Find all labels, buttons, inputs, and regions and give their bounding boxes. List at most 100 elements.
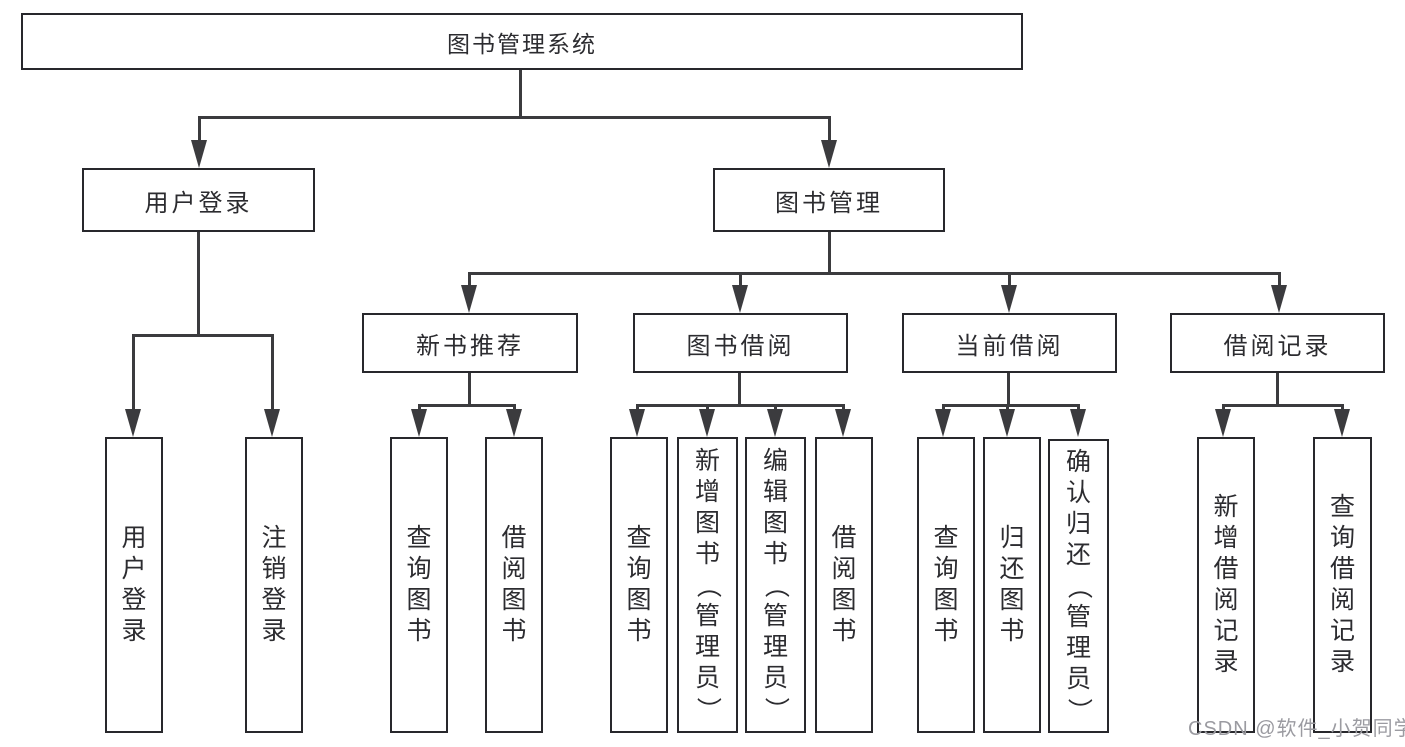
leaf-char: 确 xyxy=(1065,447,1091,476)
connector xyxy=(271,334,274,412)
connector xyxy=(198,116,201,144)
leaf-char: （ xyxy=(761,572,790,598)
leaf-char: 认 xyxy=(1065,478,1091,507)
connector xyxy=(942,404,945,412)
connector xyxy=(706,404,709,412)
connector xyxy=(519,70,522,118)
connector xyxy=(739,272,742,288)
connector xyxy=(1007,372,1010,406)
leaf-char: 借 xyxy=(501,524,527,552)
arrowhead-down-icon xyxy=(1334,409,1350,437)
arrowhead-down-icon xyxy=(835,409,851,437)
leaf-char: 书 xyxy=(626,617,652,645)
arrowhead-down-icon xyxy=(732,285,748,313)
leaf-char: 书 xyxy=(762,539,788,568)
leaf-char: 图 xyxy=(999,586,1025,614)
leaf-char: （ xyxy=(693,572,722,598)
leaf-char: 增 xyxy=(694,477,720,506)
arrowhead-down-icon xyxy=(999,409,1015,437)
leaf-char: 图 xyxy=(933,586,959,614)
leaf-char: 员 xyxy=(1065,664,1091,693)
arrowhead-down-icon xyxy=(699,409,715,437)
leaf-char: 员 xyxy=(694,663,720,692)
leaf-char: 录 xyxy=(121,617,147,645)
leaf-query-book-borrow: 查询图书 xyxy=(610,437,668,733)
leaf-char: 管 xyxy=(762,601,788,630)
leaf-char: 新 xyxy=(1213,493,1239,521)
leaf-char: 记 xyxy=(1329,617,1355,645)
leaf-char: 户 xyxy=(121,555,147,583)
node-book-management: 图书管理 xyxy=(713,168,945,232)
leaf-confirm-return-admin: 确认归还（管理员） xyxy=(1048,439,1109,733)
leaf-char: 图 xyxy=(501,586,527,614)
leaf-char: 询 xyxy=(406,555,432,583)
arrowhead-down-icon xyxy=(411,409,427,437)
leaf-char: 管 xyxy=(1065,602,1091,631)
connector xyxy=(197,231,200,336)
connector xyxy=(942,404,1079,407)
arrowhead-down-icon xyxy=(935,409,951,437)
connector xyxy=(1276,372,1279,406)
leaf-char: 书 xyxy=(501,617,527,645)
connector xyxy=(132,334,274,337)
arrowhead-down-icon xyxy=(125,409,141,437)
node-new-book-recommend: 新书推荐 xyxy=(362,313,578,373)
leaf-char: 辑 xyxy=(762,477,788,506)
leaf-char: 归 xyxy=(1065,509,1091,538)
connector xyxy=(468,272,1281,275)
leaf-char: 还 xyxy=(999,555,1025,583)
leaf-char: 销 xyxy=(261,555,287,583)
leaf-char: 归 xyxy=(999,524,1025,552)
connector xyxy=(1341,404,1344,412)
connector xyxy=(828,231,831,274)
arrowhead-down-icon xyxy=(1271,285,1287,313)
connector xyxy=(636,404,844,407)
connector xyxy=(418,404,516,407)
connector xyxy=(1222,404,1343,407)
leaf-char: 登 xyxy=(121,586,147,614)
connector xyxy=(1077,404,1080,412)
leaf-return-book: 归还图书 xyxy=(983,437,1041,733)
leaf-char: 编 xyxy=(762,446,788,475)
connector xyxy=(774,404,777,412)
leaf-char: 员 xyxy=(762,663,788,692)
arrowhead-down-icon xyxy=(1215,409,1231,437)
leaf-char: 理 xyxy=(1065,633,1091,662)
leaf-char: 查 xyxy=(626,524,652,552)
arrowhead-down-icon xyxy=(506,409,522,437)
leaf-char: 借 xyxy=(1329,555,1355,583)
csdn-watermark: CSDN @软件_小贺同学 xyxy=(1188,718,1405,740)
arrowhead-down-icon xyxy=(461,285,477,313)
leaf-char: 借 xyxy=(831,524,857,552)
leaf-char: 新 xyxy=(694,446,720,475)
connector xyxy=(636,404,639,412)
connector xyxy=(468,272,471,288)
leaf-char: ） xyxy=(693,696,722,722)
connector xyxy=(513,404,516,412)
arrowhead-down-icon xyxy=(1001,285,1017,313)
leaf-char: 图 xyxy=(694,508,720,537)
node-root-title: 图书管理系统 xyxy=(21,13,1023,70)
connector xyxy=(132,334,135,412)
leaf-char: 管 xyxy=(694,601,720,630)
connector xyxy=(1006,404,1009,412)
arrowhead-down-icon xyxy=(264,409,280,437)
leaf-char: 阅 xyxy=(1213,586,1239,614)
leaf-char: 书 xyxy=(999,617,1025,645)
leaf-char: 图 xyxy=(762,508,788,537)
leaf-char: 阅 xyxy=(501,555,527,583)
leaf-char: 录 xyxy=(1213,648,1239,676)
node-borrow-records: 借阅记录 xyxy=(1170,313,1385,373)
connector xyxy=(842,404,845,412)
leaf-query-book-current: 查询图书 xyxy=(917,437,975,733)
node-user-login: 用户登录 xyxy=(82,168,315,232)
leaf-char: 录 xyxy=(261,617,287,645)
connector xyxy=(1222,404,1225,412)
leaf-borrow-book-recommend: 借阅图书 xyxy=(485,437,543,733)
connector xyxy=(828,116,831,144)
leaf-char: （ xyxy=(1064,573,1093,599)
leaf-char: 增 xyxy=(1213,524,1239,552)
arrowhead-down-icon xyxy=(191,140,207,168)
connector xyxy=(418,404,421,412)
